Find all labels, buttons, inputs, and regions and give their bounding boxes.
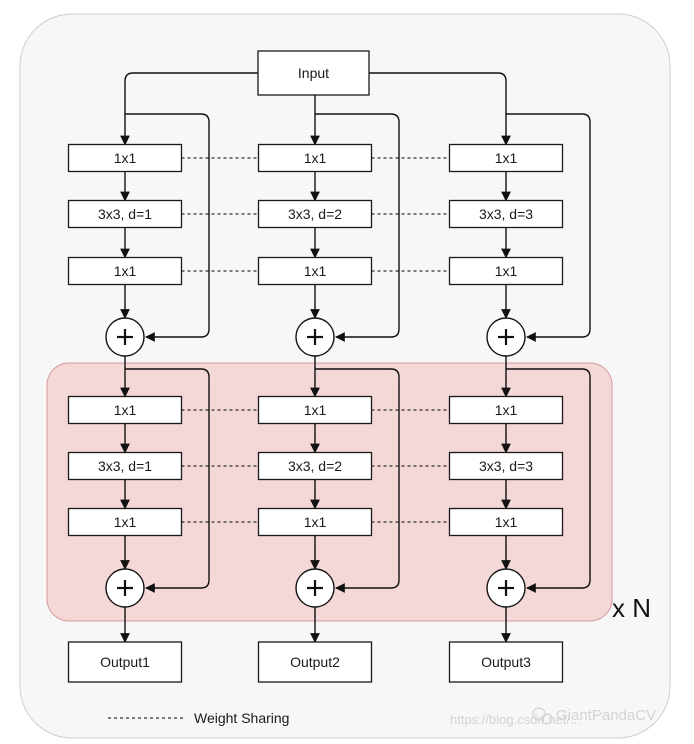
conv-block: 3x3, d=3 (448, 199, 564, 229)
conv-block: 1x1 (257, 256, 373, 286)
watermark-url: https://blog.csdn.net/... (450, 712, 581, 727)
conv-block: 1x1 (448, 256, 564, 286)
legend-label: Weight Sharing (194, 710, 289, 726)
conv-block: 1x1 (257, 507, 373, 537)
output-box (257, 641, 373, 683)
conv-label: 3x3, d=1 (98, 206, 152, 222)
input-arrow (369, 72, 511, 146)
input-node: Input (257, 50, 370, 96)
add-node (486, 568, 526, 608)
output-box (67, 641, 183, 683)
conv-block: 3x3, d=3 (448, 451, 564, 481)
legend: Weight Sharing (108, 710, 289, 726)
skip-connection (506, 113, 591, 342)
wechat-icon (532, 707, 553, 725)
conv-block: 3x3, d=1 (67, 451, 183, 481)
conv-block: 1x1 (448, 507, 564, 537)
watermark-brand: GiantPandaCV (556, 707, 656, 724)
input-box (257, 50, 370, 96)
conv-label: 1x1 (304, 514, 327, 530)
skip-connection (506, 368, 591, 593)
repeat-region (46, 362, 613, 622)
add-node (295, 568, 335, 608)
conv-label: 1x1 (495, 402, 518, 418)
input-label: Input (298, 65, 329, 81)
conv-label: 1x1 (495, 263, 518, 279)
input-arrow (120, 72, 258, 146)
watermark: https://blog.csdn.net/... GiantPandaCV (450, 707, 656, 727)
conv-label: 1x1 (495, 514, 518, 530)
connector-lines (120, 72, 591, 643)
output-node: Output3 (448, 641, 564, 683)
conv-label: 1x1 (304, 150, 327, 166)
conv-label: 1x1 (114, 402, 137, 418)
conv-label: 3x3, d=3 (479, 206, 533, 222)
output-label: Output3 (481, 654, 531, 670)
conv-block: 3x3, d=2 (257, 451, 373, 481)
output-box (448, 641, 564, 683)
add-node (105, 317, 145, 357)
conv-label: 1x1 (304, 263, 327, 279)
conv-label: 1x1 (114, 150, 137, 166)
repeat-label: x N (612, 593, 651, 623)
skip-connection (315, 368, 400, 593)
conv-block: 3x3, d=1 (67, 199, 183, 229)
conv-block: 1x1 (67, 395, 183, 425)
skip-connection (125, 113, 210, 342)
conv-block: 3x3, d=2 (257, 199, 373, 229)
output-label: Output1 (100, 654, 150, 670)
skip-connection (125, 368, 210, 593)
output-label: Output2 (290, 654, 340, 670)
conv-block: 1x1 (257, 143, 373, 173)
conv-block: 1x1 (67, 143, 183, 173)
conv-block: 1x1 (67, 256, 183, 286)
conv-label: 3x3, d=2 (288, 206, 342, 222)
conv-label: 3x3, d=1 (98, 458, 152, 474)
conv-block: 1x1 (448, 143, 564, 173)
conv-block: 1x1 (67, 507, 183, 537)
add-node (486, 317, 526, 357)
conv-label: 3x3, d=3 (479, 458, 533, 474)
add-node (295, 317, 335, 357)
output-node: Output1 (67, 641, 183, 683)
conv-label: 1x1 (114, 514, 137, 530)
add-node (105, 568, 145, 608)
output-node: Output2 (257, 641, 373, 683)
conv-label: 3x3, d=2 (288, 458, 342, 474)
conv-block: 1x1 (448, 395, 564, 425)
conv-label: 1x1 (304, 402, 327, 418)
skip-connection (315, 113, 400, 342)
conv-label: 1x1 (114, 263, 137, 279)
conv-block: 1x1 (257, 395, 373, 425)
conv-label: 1x1 (495, 150, 518, 166)
